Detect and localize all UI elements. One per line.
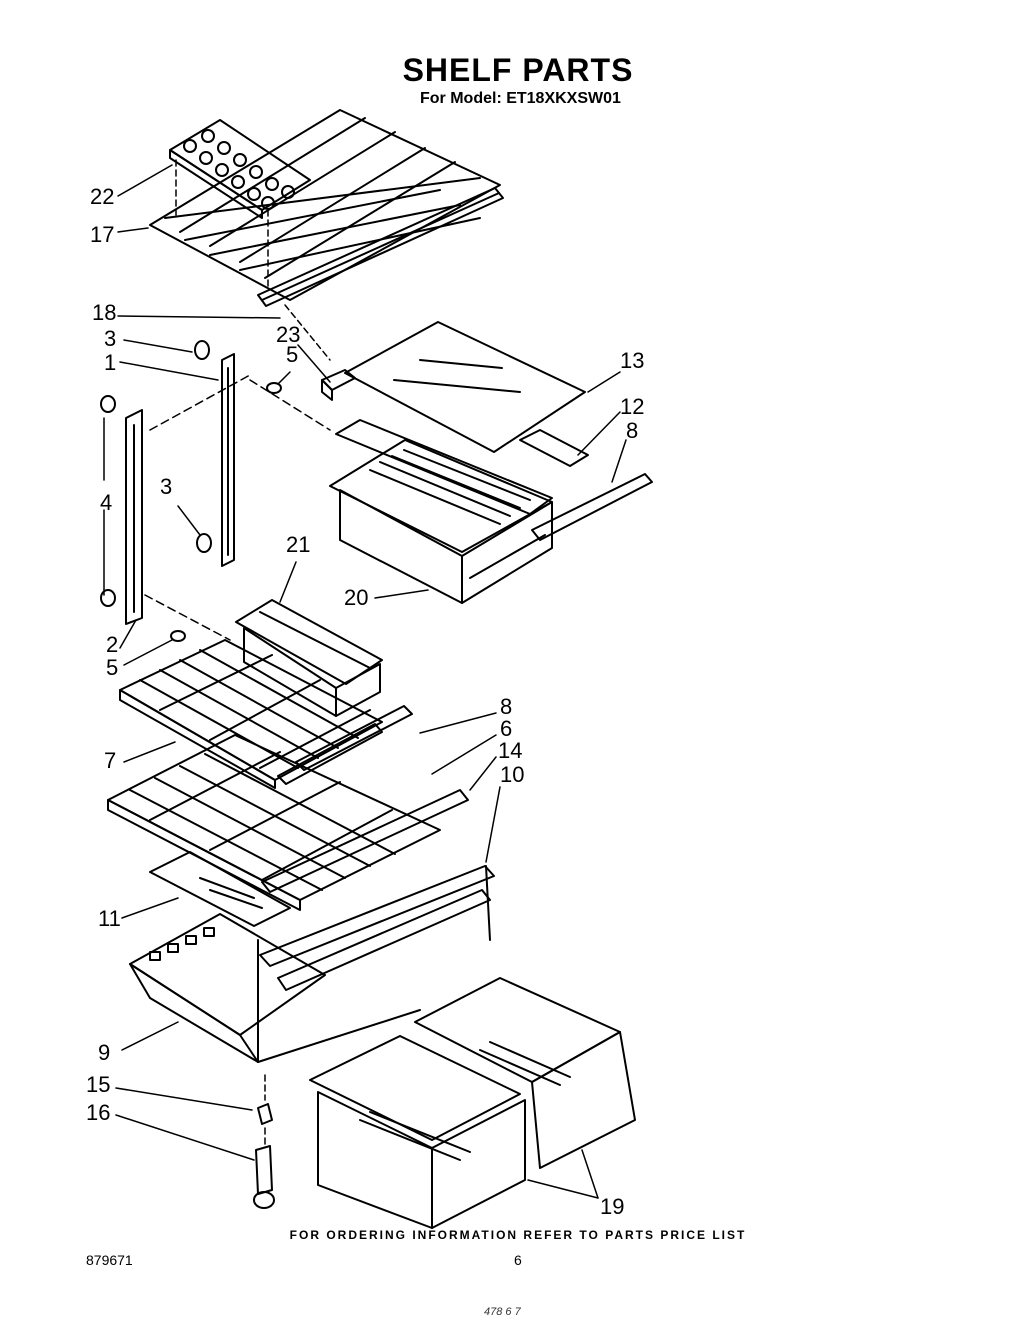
shelf-front-trim: [258, 188, 503, 306]
upper-pan-drawer: [330, 420, 588, 603]
callout-1: 1: [104, 350, 117, 375]
glass-shelf-upper: [322, 322, 585, 452]
callout-18: 18: [92, 300, 117, 325]
model-subtitle: For Model: ET18XKXSW01: [420, 90, 621, 107]
crisper-support: [130, 914, 420, 1062]
crisper-frame: [260, 866, 494, 990]
callout-23: 23: [276, 322, 301, 347]
callout-4: 4: [100, 490, 113, 515]
callout-13: 13: [620, 348, 645, 373]
callout-17: 17: [90, 222, 115, 247]
wire-shelf-middle: [120, 640, 382, 788]
callout-9: 9: [98, 1040, 111, 1065]
document-number: 879671: [86, 1252, 133, 1268]
callout-8-upper: 8: [626, 418, 639, 443]
wire-shelf-lower: [108, 735, 468, 910]
callout-8-lower: 8: [500, 694, 513, 719]
callout-19: 19: [600, 1194, 625, 1219]
shelf-trim-pieces: [278, 706, 412, 784]
callout-12: 12: [620, 394, 645, 419]
callout-5-lower: 5: [106, 655, 119, 680]
divider-bar-upper: [532, 474, 652, 540]
callout-2: 2: [106, 632, 119, 657]
shelf-ladders: [101, 341, 281, 641]
callout-6: 6: [500, 716, 513, 741]
leader-lines: [104, 165, 626, 1198]
leveling-parts: [254, 1104, 274, 1208]
callout-5-upper: 5: [286, 342, 299, 367]
crisper-glass-cover: [150, 852, 290, 926]
callout-3-upper: 3: [104, 326, 117, 351]
callout-14: 14: [498, 738, 523, 763]
ordering-note: FOR ORDERING INFORMATION REFER TO PARTS …: [289, 1228, 747, 1242]
callout-3-lower: 3: [160, 474, 173, 499]
callout-11: 11: [98, 906, 121, 931]
callout-21: 21: [286, 532, 311, 557]
ice-cube-tray: [170, 120, 310, 218]
callout-22: 22: [90, 184, 115, 209]
callout-16: 16: [86, 1100, 111, 1125]
handwritten-note: 478 6 7: [484, 1306, 521, 1318]
page-number: 6: [514, 1252, 522, 1268]
page-title: SHELF PARTS: [402, 52, 634, 88]
crisper-drawers: [310, 978, 635, 1228]
callout-10: 10: [500, 762, 525, 787]
callout-15: 15: [86, 1072, 111, 1097]
callout-20: 20: [344, 585, 369, 610]
callout-7: 7: [104, 748, 117, 773]
